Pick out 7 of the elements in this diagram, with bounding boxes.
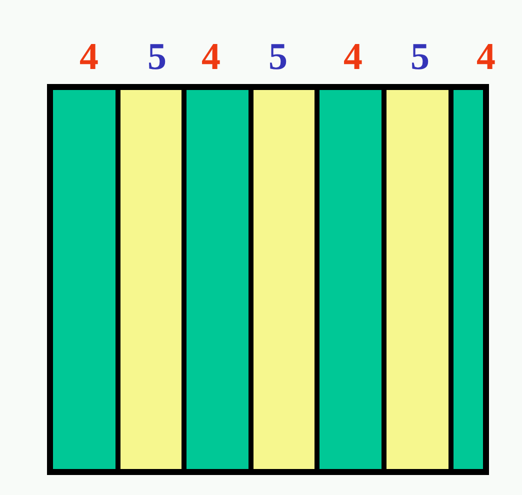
number-label: 4: [476, 38, 496, 76]
number-label: 5: [148, 38, 166, 76]
number-label: 4: [80, 38, 98, 76]
number-label: 5: [268, 38, 288, 76]
number-label: 5: [410, 38, 430, 76]
number-label: 4: [344, 38, 362, 76]
number-label: 4: [202, 38, 220, 76]
